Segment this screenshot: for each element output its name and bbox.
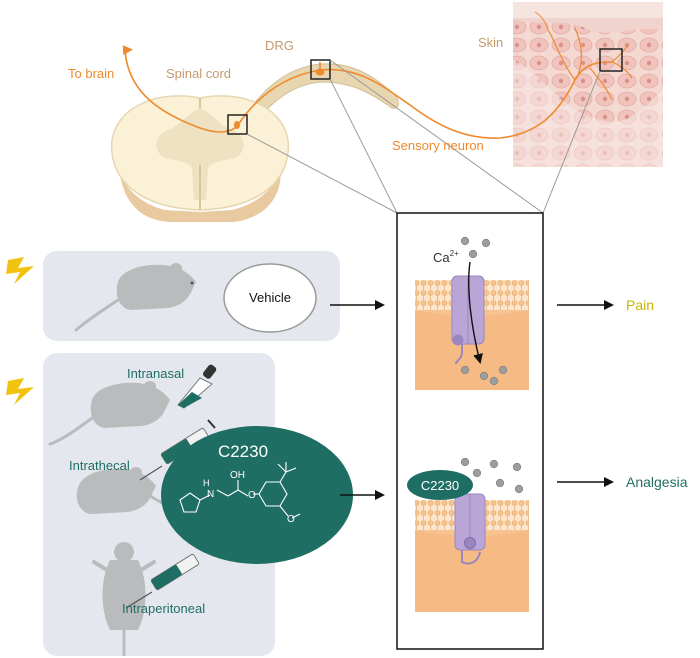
to-brain-label: To brain: [68, 66, 114, 81]
membrane-bottom: [415, 500, 529, 612]
calcium-influx-arrow: [468, 261, 483, 364]
calcium-label: Ca2+: [433, 249, 459, 265]
structure-oh: OH: [230, 470, 245, 481]
channel-icon: [451, 275, 485, 365]
intranasal-label: Intranasal: [127, 366, 184, 381]
drug-badge: [407, 470, 473, 500]
analgesia-label: Analgesia: [626, 474, 688, 490]
structure-o: O: [248, 490, 256, 501]
intrathecal-label: Intrathecal: [69, 458, 130, 473]
structure-h: H: [203, 478, 210, 488]
sensory-neuron-path: [122, 11, 633, 139]
lightning-icon: [6, 257, 34, 284]
calcium-ions-bottom: [460, 457, 524, 494]
vehicle-label: Vehicle: [249, 290, 291, 305]
spinal-zoom-box: [227, 114, 248, 135]
spinal-cord-label: Spinal cord: [166, 66, 231, 81]
drg-label: DRG: [265, 38, 294, 53]
spinal-synapse: [234, 121, 240, 129]
syringe-icon-2: [125, 542, 213, 609]
structure-n: N: [207, 489, 214, 500]
mouse-intraperitoneal: [92, 542, 156, 656]
mouse-intranasal: [48, 381, 170, 446]
c2230-structure: C2230 H N OH O O: [161, 426, 353, 564]
drg-cell-body: [315, 68, 325, 76]
drug-badge-label: C2230: [421, 478, 459, 493]
zoom-projection-lines: [246, 59, 601, 214]
pain-label: Pain: [626, 297, 654, 313]
dropper-icon: [177, 364, 217, 409]
treatment-panel: [43, 353, 275, 656]
mouse-icon: [74, 263, 196, 332]
spinal-cord-section: [110, 95, 290, 222]
skin-zoom-box: [599, 48, 623, 72]
structure-o2: O: [287, 514, 295, 525]
sensory-neuron-label: Sensory neuron: [392, 138, 484, 153]
blocked-channel-icon: [454, 493, 486, 565]
lightning-icon-2: [6, 378, 34, 405]
drg-zoom-box: [310, 59, 331, 80]
intraperitoneal-label: Intraperitoneal: [122, 601, 205, 616]
calcium-ions-top: [460, 236, 508, 386]
skin-label: Skin: [478, 35, 503, 50]
vehicle-bubble: [223, 263, 317, 333]
syringe-icon: [139, 419, 216, 481]
skin-tissue: [513, 2, 663, 167]
c2230-title: C2230: [218, 442, 268, 461]
